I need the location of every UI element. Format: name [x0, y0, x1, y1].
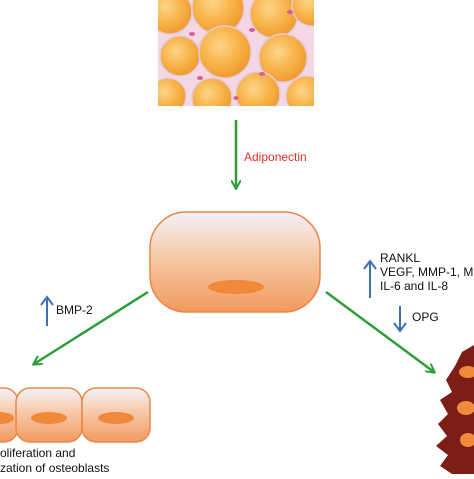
- rankl-label: RANKL: [380, 251, 421, 265]
- osteoblast-caption-line2: zation of osteoblasts: [0, 461, 110, 475]
- osteoblast-row: [0, 387, 151, 443]
- arrow-to-osteoclast: [325, 290, 434, 372]
- osteoblast-caption-line1: oliferation and: [0, 446, 76, 460]
- adiponectin-label: Adiponectin: [244, 150, 307, 164]
- osteoclast: [436, 345, 474, 474]
- bmp2-up-arrow: [40, 295, 54, 326]
- cell-nucleus: [208, 280, 264, 294]
- il6-il8-label: IL-6 and IL-8: [380, 279, 449, 293]
- vegf-mmp-label: VEGF, MMP-1, M: [380, 265, 474, 279]
- opg-label: OPG: [412, 310, 439, 324]
- bmp2-label: BMP-2: [56, 303, 93, 317]
- central-cell: [149, 211, 321, 313]
- rankl-up-arrow: [363, 259, 377, 298]
- adipocyte-tissue: [158, 0, 314, 106]
- opg-down-arrow: [393, 306, 407, 333]
- arrow-to-osteoblasts: [34, 290, 149, 364]
